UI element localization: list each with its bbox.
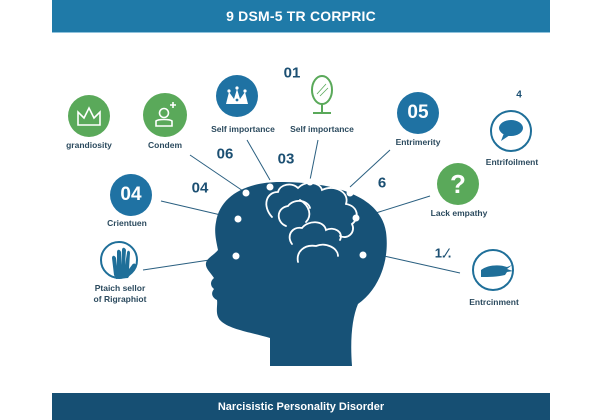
criterion-number: 1.⁄. [434,245,452,261]
self-importance-badge [216,75,258,117]
floating-number: 04 [191,179,209,197]
header-title: 9 DSM-5 TR CORPRIC [226,8,376,24]
criterion-label: Condem [148,140,182,150]
criterion-number: 4 [516,89,522,101]
question-icon: ? [450,168,466,199]
footer-banner: Narcisistic Personality Disorder [52,393,550,420]
header-banner: 9 DSM-5 TR CORPRIC [52,0,550,32]
entrimerity-badge: 05 [397,92,439,134]
criterion-label: Crientuen [107,218,147,228]
head-silhouette [205,182,387,366]
hand-badge [100,241,138,279]
entrcinment-badge [472,249,514,291]
connector-lines [142,139,461,274]
criterion-number: 01 [283,64,301,82]
badge-text: 05 [407,102,429,123]
floating-number: 6 [377,174,387,192]
floating-number: 06 [216,145,234,163]
crientuen-badge: 04 [110,174,152,216]
badge-text: 04 [120,184,142,205]
connection-nodes [232,178,367,260]
label-line: Ptaich sellor [94,283,146,293]
criterion-label: Self importance [290,124,354,134]
label-line: of Rigraphiot [93,294,147,304]
grandiosity-badge [68,95,110,137]
mirror-icon [311,75,333,114]
floating-number: 03 [277,150,295,168]
criterion-label: Entrcinment [469,297,519,307]
criterion-label: Self importance [211,124,275,134]
criterion-label: Entrifoilment [485,157,539,167]
criterion-label: Lack empathy [430,208,488,218]
brain-icon [265,182,358,263]
criterion-label: Entrimerity [395,137,441,147]
lack-empathy-badge: ? [437,163,479,205]
entitlement-speech-badge [490,110,532,152]
criterion-label: grandiosity [66,140,112,150]
condem-badge [143,93,187,137]
footer-title: Narcisistic Personality Disorder [217,400,385,413]
criterion-label: Ptaich sellor of Rigraphiot [94,283,147,305]
